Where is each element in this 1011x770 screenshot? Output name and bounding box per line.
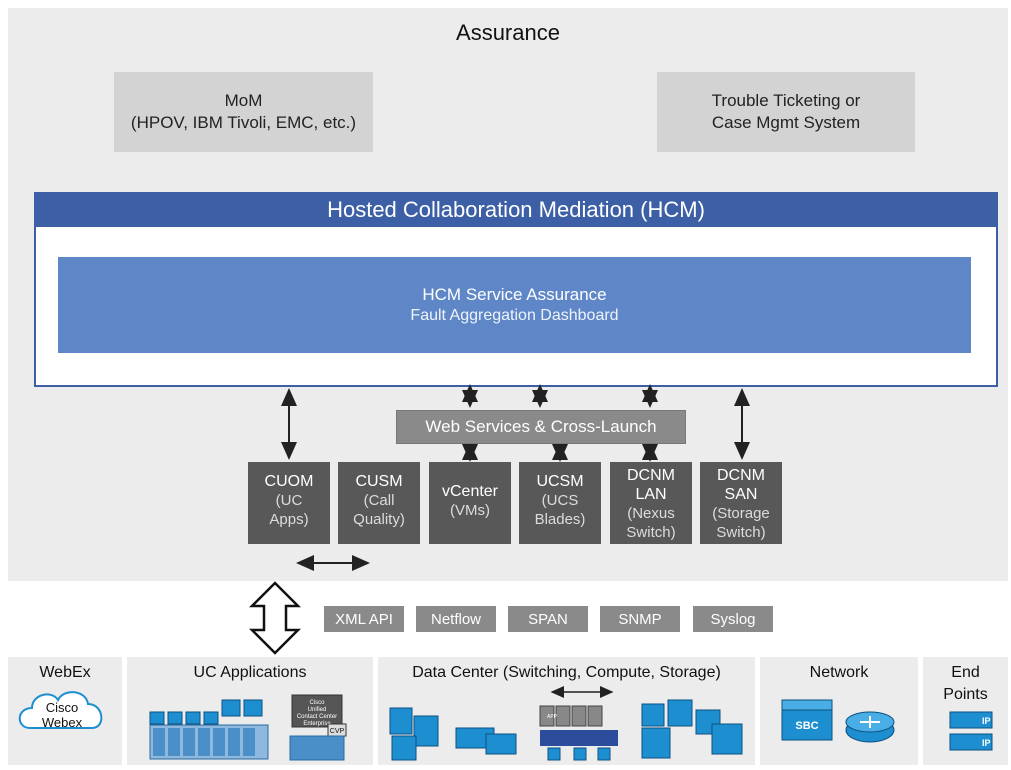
tool-name2: SAN — [724, 486, 758, 503]
tool-name: vCenter — [441, 483, 499, 500]
ip-text-1: IP — [982, 716, 991, 726]
tool-name: DCNM — [627, 467, 675, 484]
uc-label: UC Applications — [193, 664, 307, 681]
tool-sub: Apps) — [269, 511, 309, 528]
trouble-line2: Case Mgmt System — [711, 113, 861, 132]
tool-sub: (UC — [275, 492, 303, 509]
protocol-xml-api: XML API — [324, 606, 404, 632]
tool-sub: Quality) — [353, 511, 405, 528]
tool-cuom: CUOM (UC Apps) — [248, 462, 330, 544]
tool-name2: LAN — [635, 486, 667, 503]
web-services-box: Web Services & Cross-Launch — [396, 410, 686, 444]
tool-sub: (Storage — [712, 505, 770, 522]
dc-label: Data Center (Switching, Compute, Storage… — [412, 664, 721, 681]
cvp-text: CVP — [330, 728, 345, 735]
cc-line2: Unified — [308, 707, 327, 713]
network-label: Network — [809, 664, 869, 681]
tool-vcenter: vCenter (VMs) — [429, 462, 511, 544]
sbc-icon: SBC — [781, 699, 833, 741]
tool-sub: Switch) — [626, 524, 676, 541]
tool-sub: (Nexus — [627, 505, 675, 522]
contact-center-server-icon: Cisco Unified Contact Center Enterprise … — [289, 694, 347, 761]
hcm-service-assurance-box: HCM Service Assurance Fault Aggregation … — [58, 257, 971, 353]
hcm-sa-subtitle: Fault Aggregation Dashboard — [410, 307, 619, 324]
endpoints-label-2: Points — [943, 686, 988, 703]
protocol-syslog: Syslog — [693, 606, 773, 632]
cc-line1: Cisco — [309, 700, 325, 706]
tool-ucsm: UCSM (UCS Blades) — [519, 462, 601, 544]
ip-phone-icon: IP IP — [949, 711, 993, 751]
app-label: APP — [547, 714, 558, 720]
router-icon — [845, 711, 895, 743]
tool-cusm: CUSM (Call Quality) — [338, 462, 420, 544]
uc-server-rack-icon — [149, 699, 269, 760]
mom-title: MoM — [224, 91, 263, 110]
cc-line4: Enterprise — [303, 721, 331, 727]
cloud-text-2: Webex — [42, 715, 83, 730]
tool-sub: (UCS — [541, 492, 579, 509]
trouble-line1: Trouble Ticketing or — [711, 91, 861, 110]
tool-sub: (VMs) — [450, 502, 490, 519]
tool-sub: Switch) — [716, 524, 766, 541]
tool-dcnm-lan: DCNM LAN (Nexus Switch) — [610, 462, 692, 544]
sbc-text: SBC — [795, 720, 818, 732]
mom-subtitle: (HPOV, IBM Tivoli, EMC, etc.) — [130, 113, 357, 132]
hcm-sa-title: HCM Service Assurance — [422, 285, 607, 304]
endpoints-label-1: End — [951, 664, 980, 681]
protocol-snmp: SNMP — [600, 606, 680, 632]
tool-name: UCSM — [536, 473, 584, 490]
big-double-arrow — [248, 581, 302, 655]
webex-cloud-icon: Cisco Webex — [18, 691, 103, 730]
tool-sub: (Call — [363, 492, 395, 509]
tool-name: DCNM — [717, 467, 765, 484]
dc-switch-icons — [389, 699, 743, 761]
assurance-title: Assurance — [456, 20, 560, 45]
trouble-ticketing-box: Trouble Ticketing or Case Mgmt System — [657, 72, 915, 152]
cloud-text-1: Cisco — [46, 700, 79, 715]
tool-sub: Blades) — [534, 511, 586, 528]
mom-box: MoM (HPOV, IBM Tivoli, EMC, etc.) — [114, 72, 373, 152]
tool-dcnm-san: DCNM SAN (Storage Switch) — [700, 462, 782, 544]
dc-compute-icon: APP — [539, 686, 618, 761]
tool-name: CUSM — [355, 473, 403, 490]
cc-line3: Contact Center — [297, 714, 337, 720]
protocol-netflow: Netflow — [416, 606, 496, 632]
ip-text-2: IP — [982, 738, 991, 748]
tool-name: CUOM — [264, 473, 314, 490]
endpoints-label: End Points — [923, 662, 1008, 706]
webex-label: WebEx — [39, 664, 91, 681]
protocol-span: SPAN — [508, 606, 588, 632]
hcm-title: Hosted Collaboration Mediation (HCM) — [34, 192, 998, 227]
